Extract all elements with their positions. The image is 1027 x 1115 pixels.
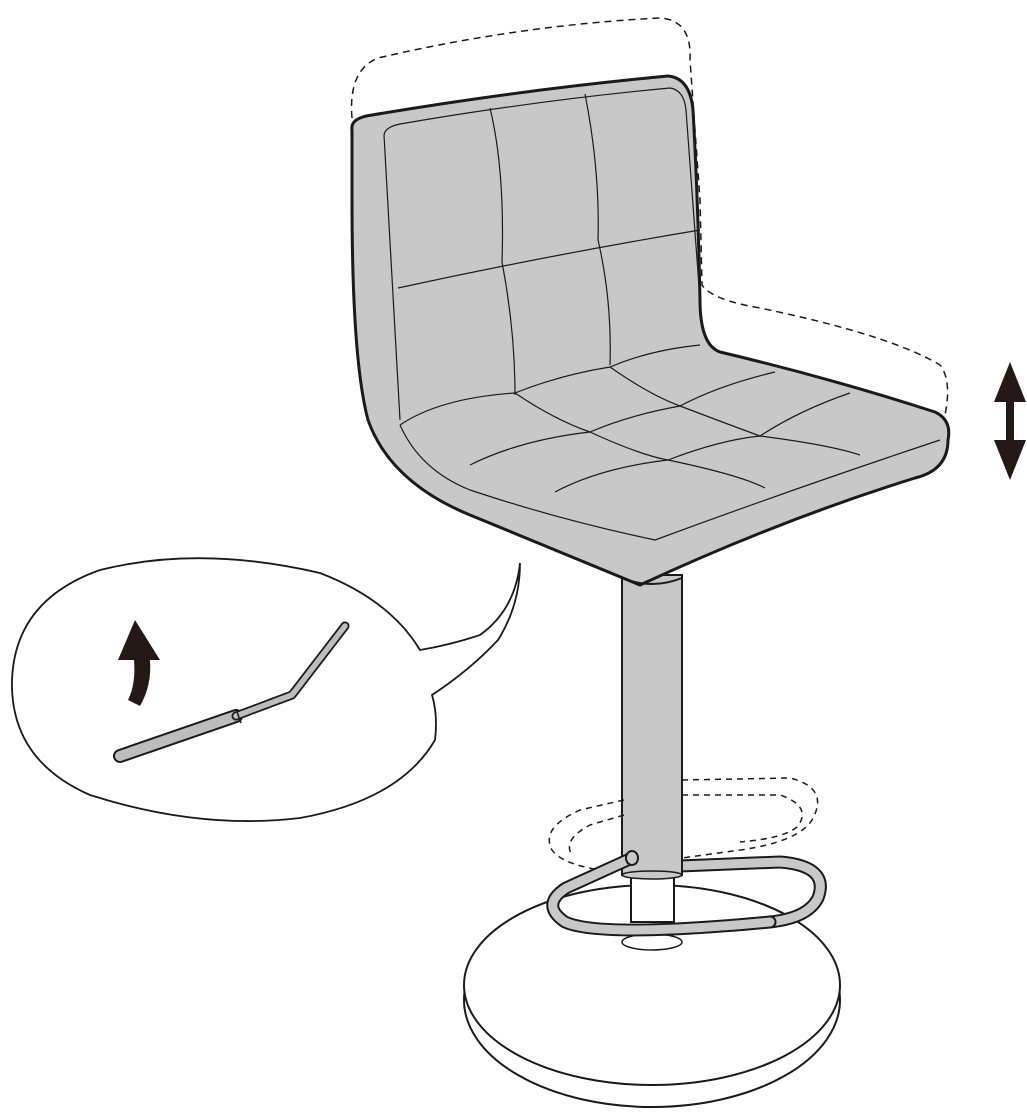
- gas-cylinder: [622, 575, 682, 922]
- seat-shell: [352, 76, 949, 585]
- cylinder-upper: [622, 575, 682, 875]
- callout-bubble: [12, 558, 520, 821]
- seat-outline: [352, 76, 949, 585]
- double-arrow-vertical-icon: [994, 362, 1026, 480]
- lever-callout: [12, 558, 520, 821]
